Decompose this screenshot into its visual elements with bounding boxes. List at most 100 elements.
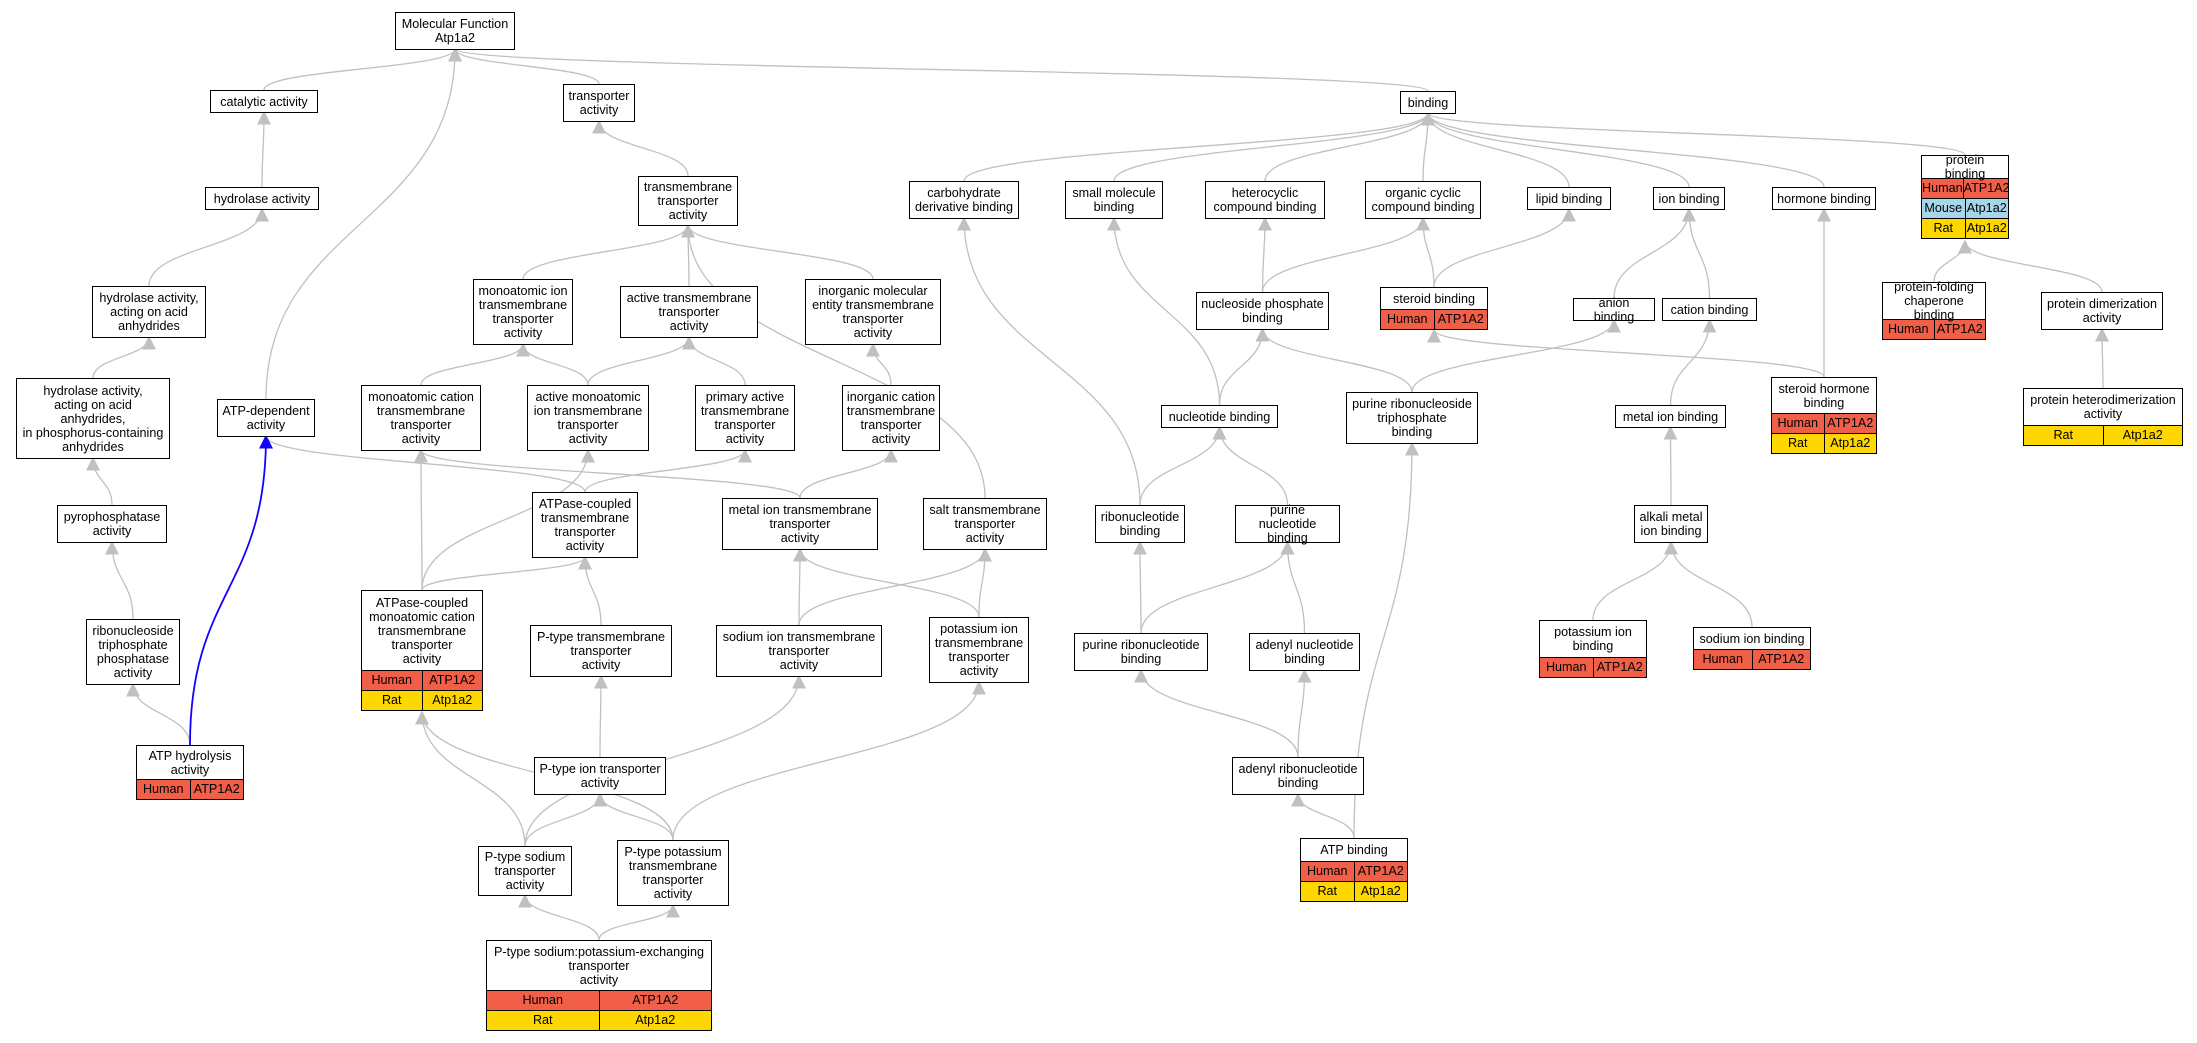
term-node-bin[interactable]: binding <box>1400 91 1456 114</box>
edge-atpb-to-arnb <box>1291 792 1355 839</box>
gene-cell: Atp1a2 <box>1353 882 1408 901</box>
term-node-horb[interactable]: hormone binding <box>1772 187 1876 210</box>
edge-arnb-to-prnb <box>1134 668 1299 758</box>
term-label: inorganic molecular entity transmembrane… <box>812 284 934 340</box>
term-node-cdb[interactable]: carbohydrate derivative binding <box>909 181 1019 219</box>
edge-mib-to-cab <box>1669 318 1717 406</box>
gene-cell: ATP1A2 <box>421 671 483 690</box>
term-node-haap[interactable]: hydrolase activity, acting on acid anhyd… <box>16 378 170 459</box>
term-node-mitt[interactable]: monoatomic ion transmembrane transporter… <box>473 279 573 345</box>
gene-cell: ATP1A2 <box>1433 310 1488 329</box>
term-node-hcb[interactable]: heterocyclic compound binding <box>1205 181 1325 219</box>
term-node-rib[interactable]: ribonucleotide binding <box>1095 505 1185 543</box>
term-label: hydrolase activity, acting on acid anhyd… <box>22 383 164 454</box>
edge-nab-to-amb <box>1664 540 1753 628</box>
term-node-arnb[interactable]: adenyl ribonucleotide binding <box>1232 757 1364 795</box>
gene-cell: Atp1a2 <box>1823 434 1877 453</box>
species-cell: Human <box>522 993 564 1007</box>
term-node-anb[interactable]: anion binding <box>1573 296 1655 324</box>
edge-pptt-to-pitt <box>672 680 986 841</box>
term-label: hydrolase activity, acting on acid anhyd… <box>99 291 199 333</box>
term-node-hyd[interactable]: hydrolase activity <box>205 187 319 210</box>
term-label: metal ion binding <box>1622 409 1719 424</box>
edge-prtb-to-npb <box>1255 327 1413 393</box>
edge-prb-to-bin <box>1421 111 1966 156</box>
term-node-pnb[interactable]: purine nucleotide binding <box>1235 503 1340 545</box>
annotation-row: Human ATP1A2 <box>1381 309 1487 329</box>
term-node-pspe[interactable]: P-type sodium:potassium-exchanging trans… <box>486 940 712 1031</box>
term-label: nucleotide binding <box>1168 409 1271 424</box>
term-node-tmt[interactable]: transmembrane transporter activity <box>638 176 738 226</box>
term-node-att[interactable]: active transmembrane transporter activit… <box>620 286 758 338</box>
term-node-npb[interactable]: nucleoside phosphate binding <box>1196 292 1329 330</box>
term-label: pyrophosphatase activity <box>63 510 161 538</box>
edge-sitt-to-salt <box>798 547 992 626</box>
term-node-atpd[interactable]: ATP-dependent activity <box>217 399 315 437</box>
term-node-nub[interactable]: nucleotide binding <box>1161 405 1278 428</box>
term-label: ATPase-coupled monoatomic cation transme… <box>369 595 475 666</box>
term-node-psta[interactable]: P-type sodium transporter activity <box>478 846 572 896</box>
term-node-sitt[interactable]: sodium ion transmembrane transporter act… <box>716 625 882 677</box>
term-node-acmc[interactable]: ATPase-coupled transmembrane transporter… <box>532 492 638 558</box>
edge-pnb-to-nub <box>1212 425 1289 506</box>
term-label: protein-folding chaperone binding <box>1894 280 1974 322</box>
term-node-ionb[interactable]: ion binding <box>1653 187 1725 210</box>
term-label: P-type transmembrane transporter activit… <box>536 630 666 672</box>
term-node-anub[interactable]: adenyl nucleotide binding <box>1249 633 1360 671</box>
term-node-ppa[interactable]: pyrophosphatase activity <box>57 505 167 543</box>
edge-rib-to-cdb <box>957 216 1141 506</box>
term-node-mitt2[interactable]: metal ion transmembrane transporter acti… <box>722 498 878 550</box>
species-cell: Human <box>1386 312 1428 326</box>
term-node-cat[interactable]: catalytic activity <box>210 90 318 113</box>
term-label: ion binding <box>1658 191 1720 206</box>
term-label: active transmembrane transporter activit… <box>626 291 752 333</box>
term-node-pptt[interactable]: P-type potassium transmembrane transport… <box>617 840 729 906</box>
term-label: P-type sodium:potassium-exchanging trans… <box>493 944 704 987</box>
term-label: steroid hormone binding <box>1778 381 1870 410</box>
term-node-cab[interactable]: cation binding <box>1662 298 1757 321</box>
term-node-smb[interactable]: small molecule binding <box>1065 181 1163 219</box>
term-node-ocb[interactable]: organic cyclic compound binding <box>1365 181 1481 219</box>
term-node-mf[interactable]: Molecular Function Atp1a2 <box>395 12 515 50</box>
term-node-amb[interactable]: alkali metal ion binding <box>1634 505 1708 543</box>
term-node-prtb[interactable]: purine ribonucleoside triphosphate bindi… <box>1346 392 1478 444</box>
term-node-prnb[interactable]: purine ribonucleotide binding <box>1074 633 1208 671</box>
term-node-rtpa[interactable]: ribonucleoside triphosphate phosphatase … <box>86 619 180 685</box>
edge-patt-to-att <box>682 335 746 386</box>
species-cell: Human <box>1922 181 1963 195</box>
term-node-ictt[interactable]: inorganic cation transmembrane transport… <box>842 385 940 451</box>
term-node-amitt[interactable]: active monoatomic ion transmembrane tran… <box>527 385 649 451</box>
species-cell: Mouse <box>1924 201 1963 215</box>
term-node-ptt[interactable]: P-type transmembrane transporter activit… <box>530 625 672 677</box>
term-node-tra[interactable]: transporter activity <box>563 84 635 122</box>
term-node-pitt[interactable]: potassium ion transmembrane transporter … <box>929 617 1029 683</box>
edge-acmct-to-mctt <box>414 448 429 591</box>
term-node-haa[interactable]: hydrolase activity, acting on acid anhyd… <box>92 286 206 338</box>
term-node-imett[interactable]: inorganic molecular entity transmembrane… <box>805 279 941 345</box>
term-node-pita[interactable]: P-type ion transporter activity <box>534 757 666 795</box>
gene-cell: ATP1A2 <box>1823 414 1877 433</box>
gene-cell: ATP1A2 <box>1962 179 2010 198</box>
edge-pda-to-prb <box>1958 239 2103 293</box>
edge-mitt2-to-ictt <box>799 448 898 499</box>
term-node-patt[interactable]: primary active transmembrane transporter… <box>695 385 795 451</box>
term-node-acmct[interactable]: ATPase-coupled monoatomic cation transme… <box>361 590 483 711</box>
term-node-mib[interactable]: metal ion binding <box>1615 405 1726 428</box>
term-node-lib[interactable]: lipid binding <box>1527 187 1611 210</box>
term-node-pda[interactable]: protein dimerization activity <box>2041 292 2163 330</box>
term-node-salt[interactable]: salt transmembrane transporter activity <box>923 498 1047 550</box>
term-node-mctt[interactable]: monoatomic cation transmembrane transpor… <box>361 385 481 451</box>
